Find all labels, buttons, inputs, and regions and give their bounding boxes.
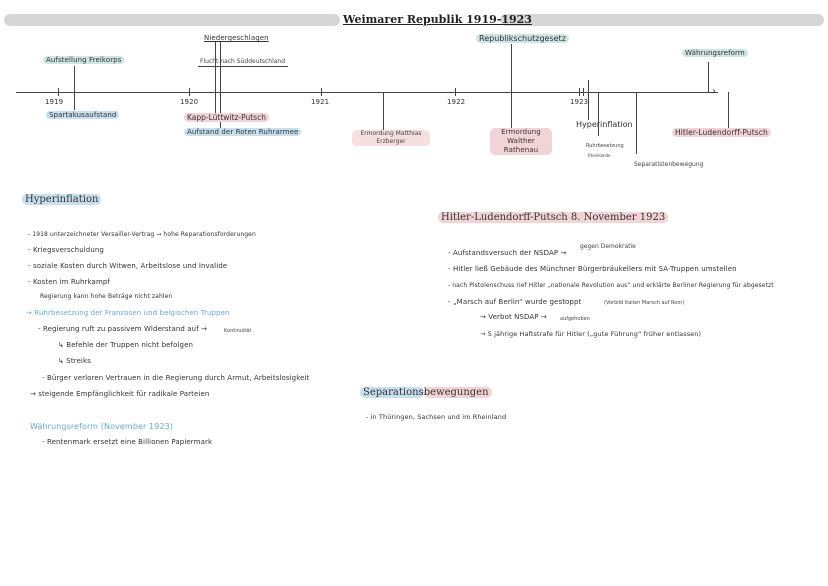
putsch-against-note: gegen Demokratie	[580, 243, 636, 250]
putsch-item-2: - Hitler ließ Gebäude des Münchner Bürge…	[448, 265, 737, 273]
waehrung-item: - Rentenmark ersetzt eine Billionen Papi…	[42, 438, 213, 446]
hyper-item-4: - Kosten im Ruhrkampf	[28, 278, 110, 286]
putsch-item-5: → Verbot NSDAP →	[480, 313, 547, 321]
hyper-passive-note: Kontinuität	[224, 328, 252, 334]
event-hyperinflation: Hyperinflation	[576, 120, 633, 129]
event-separatisten: Separatistenbewegung	[634, 161, 704, 168]
separation-title-b: bewegungen	[423, 387, 492, 398]
event-republikschutzgesetz: Republikschutzgesetz	[476, 34, 569, 43]
timeline-axis	[16, 92, 718, 93]
hyper-item-2: - Kriegsverschuldung	[28, 246, 104, 254]
connector-kapp	[215, 42, 216, 118]
event-rathenau: Ermordung Walther Rathenau	[490, 128, 552, 155]
year-1922: 1922	[447, 98, 466, 106]
event-erzberger: Ermordung Matthias Erzberger	[352, 130, 430, 146]
year-1920: 1920	[180, 98, 199, 106]
flucht-underline	[198, 66, 288, 67]
header-bar-right	[500, 14, 824, 26]
hyper-item-3: - soziale Kosten durch Witwen, Arbeitslo…	[28, 262, 228, 270]
connector-freikorps	[74, 66, 75, 110]
putsch-item-1: - Aufstandsversuch der NSDAP →	[448, 249, 567, 257]
hyper-item-10: - Bürger verloren Vertrauen in die Regie…	[42, 374, 310, 382]
hyper-item-9: ↳ Streiks	[58, 357, 91, 365]
event-freikorps: Aufstellung Freikorps	[43, 56, 125, 64]
event-niedergeschlagen: Niedergeschlagen	[204, 34, 269, 42]
page-title: Weimarer Republik 1919-1923	[343, 13, 532, 26]
connector-kapp-2	[220, 42, 221, 128]
hyper-item-6: → Ruhrbesetzung der Franzosen und belgis…	[26, 309, 230, 317]
connector-hitler	[728, 92, 729, 128]
hyper-item-7: - Regierung ruft zu passivem Widerstand …	[38, 325, 208, 333]
putsch-verbot-note: aufgehoben	[560, 316, 590, 322]
waehrung-title: Währungsreform (November 1923)	[30, 422, 174, 431]
connector-separatisten	[636, 92, 637, 154]
year-1921: 1921	[311, 98, 330, 106]
tick-1923b	[583, 88, 584, 96]
tick-1922	[455, 88, 456, 96]
connector-waehrung	[708, 62, 709, 92]
header-bar-left	[4, 14, 340, 26]
hyper-item-1: - 1918 unterzeichneter Versailler-Vertra…	[28, 231, 256, 238]
event-kapp: Kapp-Lüttwitz-Putsch	[184, 113, 269, 122]
connector-hyperinflation	[588, 80, 589, 120]
event-flucht: Flucht nach Süddeutschland	[200, 58, 286, 65]
hyper-item-8: ↳ Befehle der Truppen nicht befolgen	[58, 341, 194, 349]
separation-title: Separationsbewegungen	[360, 387, 492, 398]
event-waehrungsreform: Währungsreform	[682, 49, 748, 57]
connector-erzberger	[383, 92, 384, 130]
tick-1920	[189, 88, 190, 96]
year-1919: 1919	[45, 98, 64, 106]
hyper-item-11: → steigende Empfänglichkeit für radikale…	[30, 390, 210, 398]
connector-republikschutz	[511, 44, 512, 130]
putsch-item-6: → 5 jährige Haftstrafe für Hitler („gute…	[480, 330, 702, 338]
tick-1923	[579, 88, 580, 96]
connector-ruhr	[598, 92, 599, 136]
timeline-arrow-icon: ›	[712, 86, 716, 97]
event-spartakus: Spartakusaufstand	[46, 111, 120, 119]
tick-1919	[58, 88, 59, 96]
putsch-march-note: (Vorbild Italien Marsch auf Rom)	[604, 300, 685, 306]
event-hitler-putsch: Hitler-Ludendorff-Putsch	[672, 128, 771, 137]
separation-item: - in Thüringen, Sachsen und im Rheinland	[366, 413, 507, 421]
event-rheinlande: Rheinlande	[588, 153, 611, 158]
putsch-item-4: - „Marsch auf Berlin“ wurde gestoppt	[448, 298, 582, 306]
hyper-item-5: Regierung kann hohe Beträge nicht zahlen	[40, 293, 173, 300]
putsch-title: Hitler-Ludendorff-Putsch 8. November 192…	[438, 212, 669, 223]
event-ruhrarmee: Aufstand der Roten Ruhrarmee	[184, 128, 302, 136]
tick-1921	[321, 88, 322, 96]
putsch-item-3: - nach Pistolenschuss rief Hitler „natio…	[448, 282, 774, 289]
separation-title-a: Separations	[360, 387, 424, 398]
year-1923: 1923	[570, 98, 589, 106]
event-ruhrbesetzung: Ruhrbesetzung	[586, 143, 624, 149]
hyperinflation-title: Hyperinflation	[22, 194, 102, 205]
